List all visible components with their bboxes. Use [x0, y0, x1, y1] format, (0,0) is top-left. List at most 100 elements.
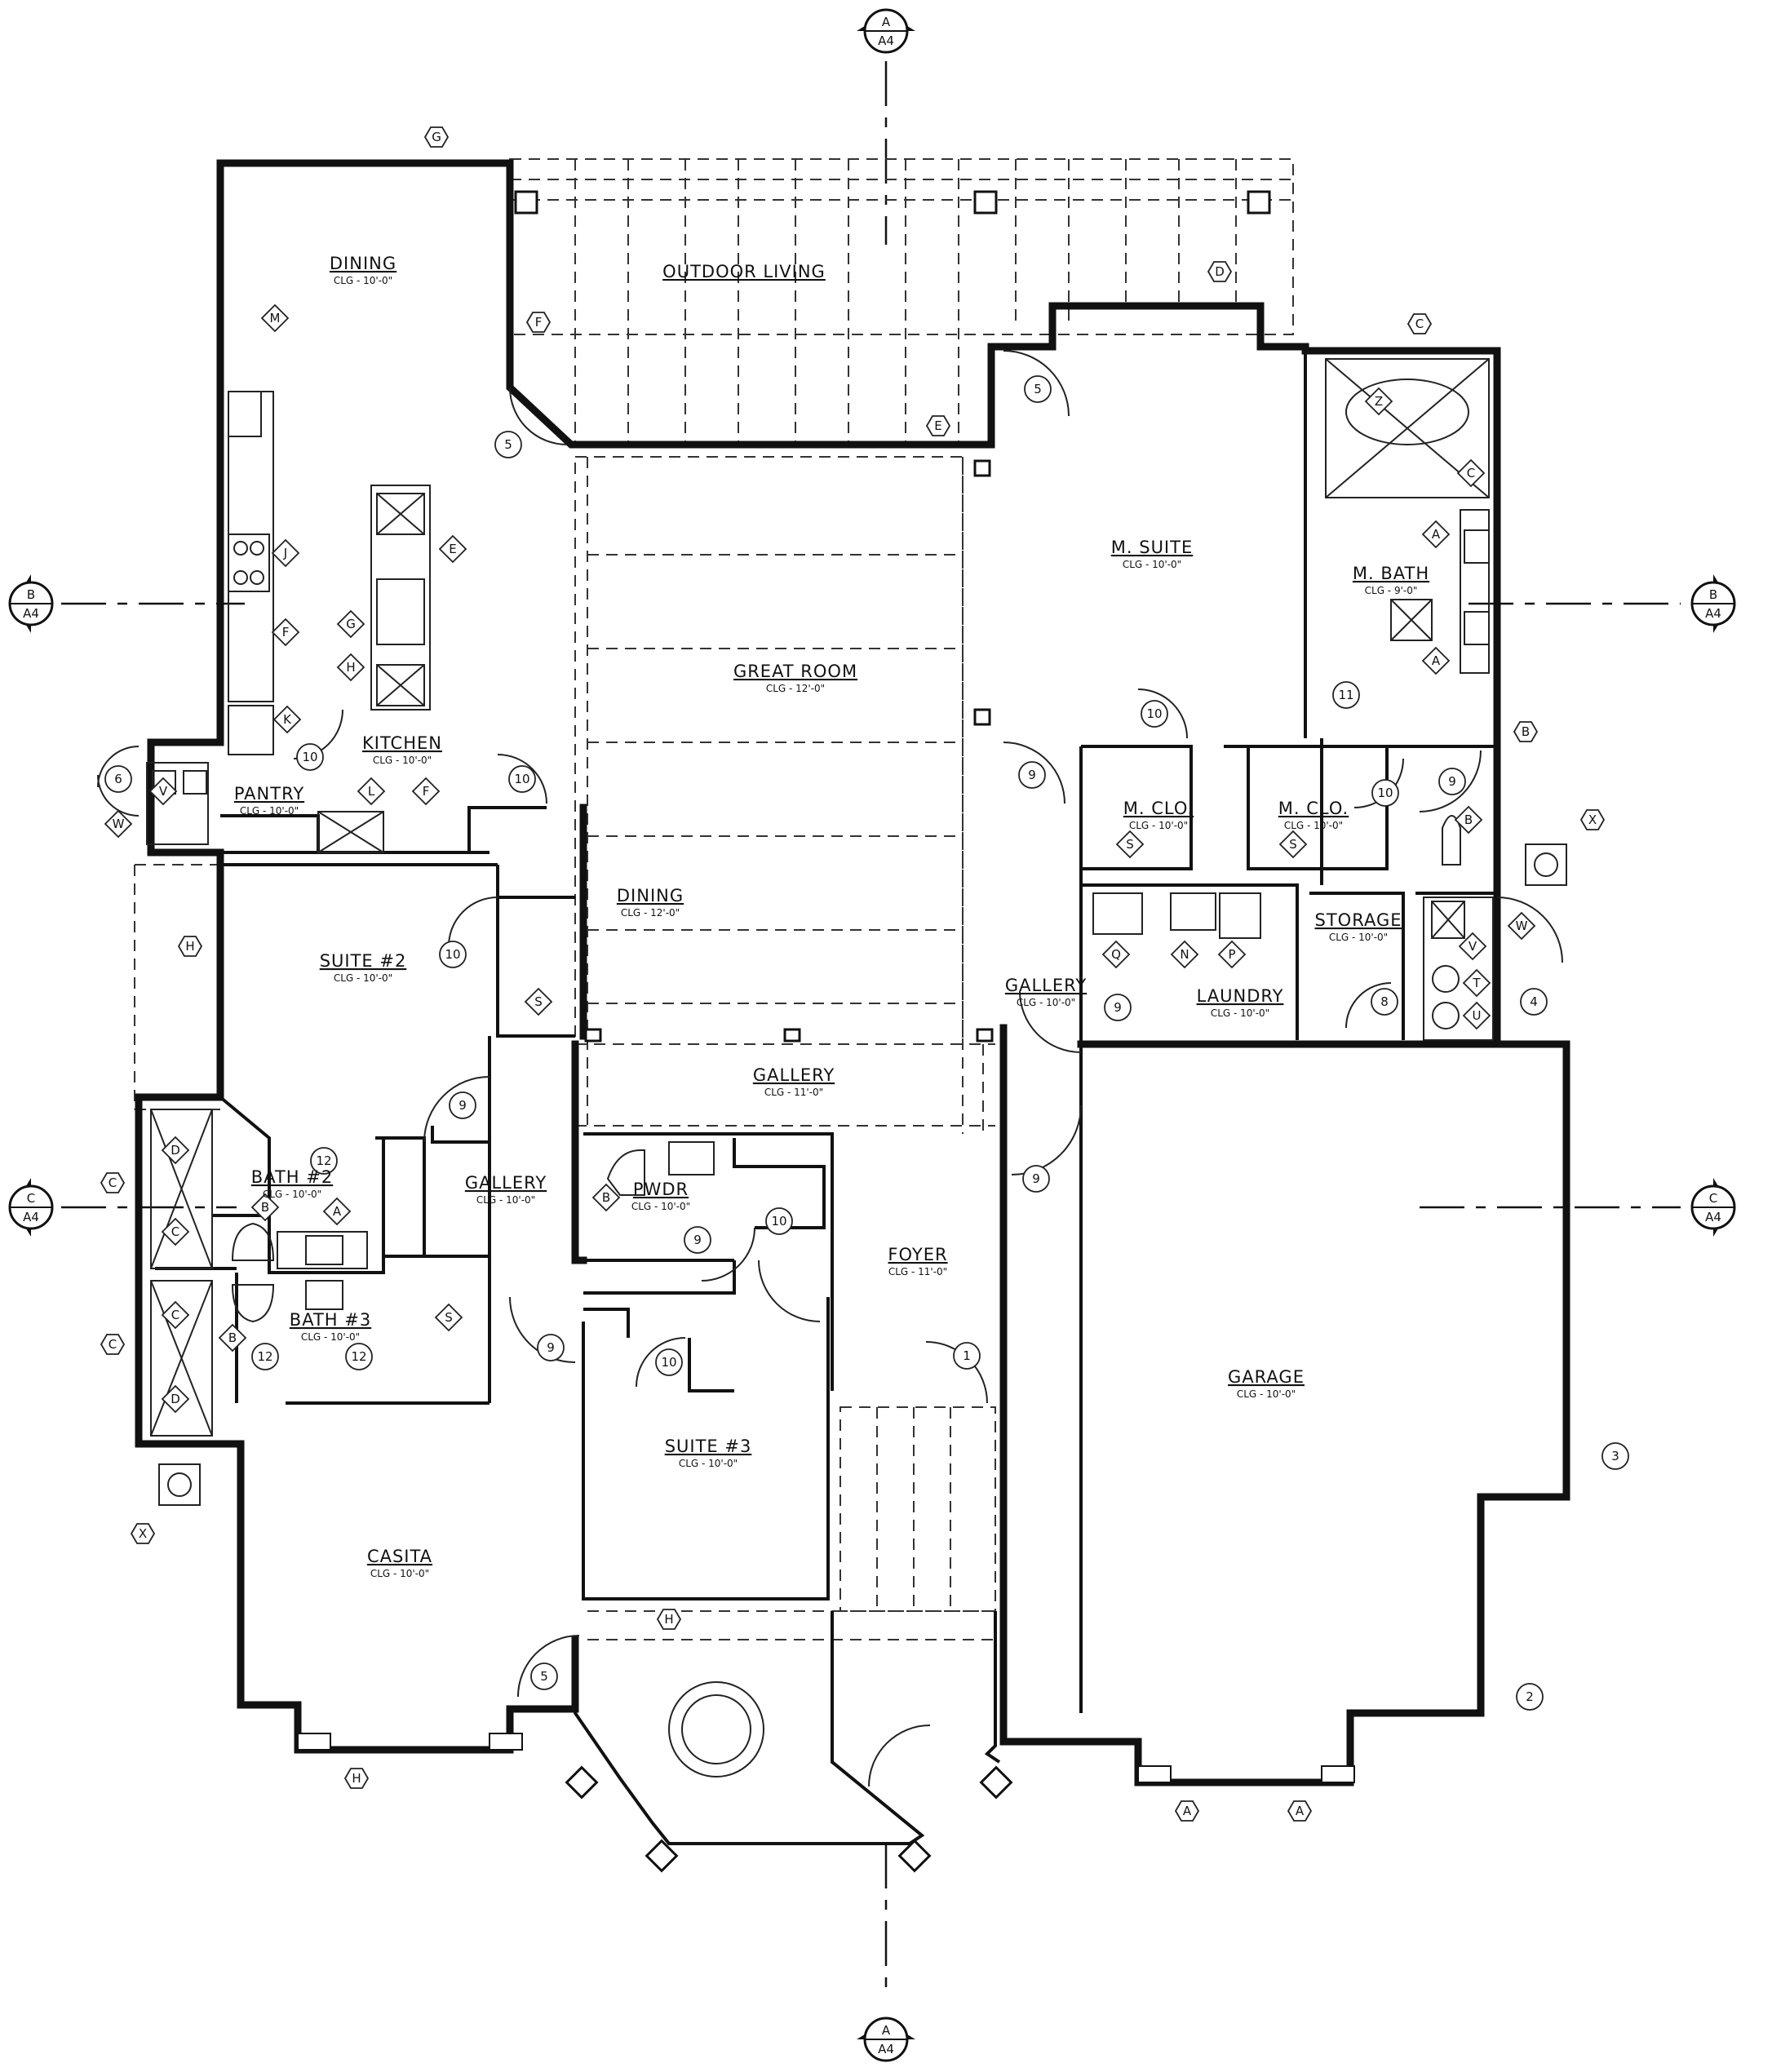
svg-text:M. CLO.: M. CLO.	[1278, 799, 1349, 818]
svg-text:A: A	[333, 1204, 342, 1219]
fixture-tag-M: M	[260, 303, 290, 333]
svg-text:2: 2	[1526, 1689, 1534, 1704]
door-tag-10: 10	[1371, 779, 1399, 807]
fixture-tag-J: J	[271, 538, 300, 568]
svg-text:3: 3	[1611, 1449, 1619, 1463]
svg-text:F: F	[535, 315, 543, 330]
svg-text:11: 11	[1338, 688, 1353, 702]
svg-text:W: W	[113, 817, 125, 831]
room-label-suite-3: SUITE #3 CLG - 10'-0"	[665, 1437, 752, 1469]
svg-text:A: A	[1183, 1804, 1192, 1818]
section-marker-C-left: C A4	[8, 1178, 54, 1237]
svg-text:B: B	[1464, 812, 1473, 827]
svg-text:C: C	[27, 1191, 35, 1206]
window-tag-A: A	[1174, 1800, 1200, 1822]
svg-text:C: C	[109, 1337, 117, 1352]
svg-text:CLG - 10'-0": CLG - 10'-0"	[334, 972, 392, 984]
window-tag-B: B	[1513, 721, 1539, 742]
svg-text:GREAT ROOM: GREAT ROOM	[733, 662, 857, 681]
svg-text:F: F	[423, 784, 430, 799]
hatch-blocks	[297, 1733, 1355, 1783]
svg-text:T: T	[1472, 976, 1481, 990]
door-tag-4: 4	[1520, 988, 1548, 1016]
window-tag-H: H	[343, 1768, 370, 1789]
fixture-tag-T: T	[1462, 968, 1491, 998]
fixture-tag-B: B	[1454, 805, 1483, 835]
svg-text:D: D	[1215, 264, 1225, 279]
svg-text:S: S	[1289, 837, 1297, 852]
door-tag-5: 5	[494, 431, 522, 458]
svg-text:BATH #3: BATH #3	[290, 1310, 371, 1330]
svg-text:N: N	[1180, 947, 1189, 962]
fixture-tag-C: C	[1456, 458, 1486, 488]
svg-text:CLG - 11'-0": CLG - 11'-0"	[764, 1087, 823, 1098]
door-tag-8: 8	[1371, 988, 1398, 1016]
svg-text:9: 9	[547, 1340, 555, 1355]
svg-text:KITCHEN: KITCHEN	[362, 733, 442, 753]
porch-framing	[134, 864, 996, 1640]
window-tag-H: H	[656, 1609, 682, 1630]
fixture-tag-B: B	[218, 1323, 247, 1353]
svg-text:H: H	[664, 1612, 673, 1627]
svg-text:5: 5	[540, 1669, 548, 1684]
svg-text:12: 12	[316, 1153, 331, 1168]
svg-text:PANTRY: PANTRY	[234, 784, 304, 804]
svg-text:10: 10	[1146, 706, 1162, 721]
svg-text:B: B	[27, 587, 35, 602]
svg-text:C: C	[109, 1175, 117, 1190]
svg-text:10: 10	[661, 1355, 676, 1370]
svg-text:V: V	[1469, 939, 1477, 954]
fixture-tag-C: C	[161, 1217, 190, 1246]
door-tag-12: 12	[310, 1147, 338, 1175]
svg-text:CLG - 12'-0": CLG - 12'-0"	[766, 683, 825, 694]
window-tag-F: F	[525, 312, 552, 333]
svg-text:12: 12	[351, 1349, 366, 1364]
window-tag-X: X	[130, 1523, 156, 1544]
svg-text:A: A	[882, 2023, 891, 2038]
svg-text:A4: A4	[1705, 1210, 1721, 1224]
interior-walls	[155, 351, 1497, 1746]
svg-text:DINING: DINING	[617, 886, 684, 905]
door-tag-3: 3	[1601, 1442, 1629, 1470]
fixture-tag-U: U	[1462, 1001, 1491, 1030]
svg-text:CLG - 10'-0": CLG - 10'-0"	[1237, 1388, 1296, 1400]
svg-text:B: B	[261, 1200, 269, 1215]
svg-text:CLG - 10'-0": CLG - 10'-0"	[679, 1458, 738, 1469]
svg-text:SUITE #3: SUITE #3	[665, 1437, 752, 1456]
svg-text:SUITE #2: SUITE #2	[320, 951, 407, 971]
section-marker-A-top: A A4	[857, 8, 915, 54]
room-label-m-clo-2: M. CLO.CLG - 10'-0"	[1278, 799, 1349, 831]
svg-text:CLG - 10'-0": CLG - 10'-0"	[334, 275, 392, 286]
svg-text:C: C	[171, 1224, 179, 1239]
window-tag-D: D	[1207, 261, 1233, 282]
window-tag-G: G	[423, 126, 450, 148]
svg-text:V: V	[159, 784, 168, 799]
svg-text:A: A	[1432, 527, 1441, 542]
svg-text:Q: Q	[1111, 947, 1121, 962]
fixture-tag-A: A	[322, 1197, 352, 1226]
section-markers: A A4 A A4 B A4 B A4 C	[8, 8, 1736, 2062]
svg-text:CLG - 10'-0": CLG - 10'-0"	[373, 755, 432, 766]
svg-text:E: E	[934, 418, 941, 433]
svg-text:CLG - 10'-0": CLG - 10'-0"	[301, 1331, 360, 1343]
fixture-tag-S: S	[1115, 830, 1145, 859]
svg-text:GALLERY: GALLERY	[1005, 976, 1087, 995]
svg-text:CASITA: CASITA	[367, 1547, 432, 1566]
svg-text:8: 8	[1380, 994, 1389, 1009]
svg-text:A: A	[882, 15, 891, 29]
window-tag-C: C	[100, 1172, 126, 1193]
fixture-tag-B: B	[591, 1183, 621, 1212]
fixture-tag-S: S	[524, 987, 553, 1016]
room-label-outdoor-living: OUTDOOR LIVING	[662, 262, 825, 281]
door-tag-12: 12	[251, 1343, 279, 1370]
door-tag-5: 5	[1024, 375, 1052, 403]
svg-text:CLG - 10'-0": CLG - 10'-0"	[1329, 932, 1388, 943]
svg-text:GARAGE: GARAGE	[1228, 1367, 1305, 1387]
